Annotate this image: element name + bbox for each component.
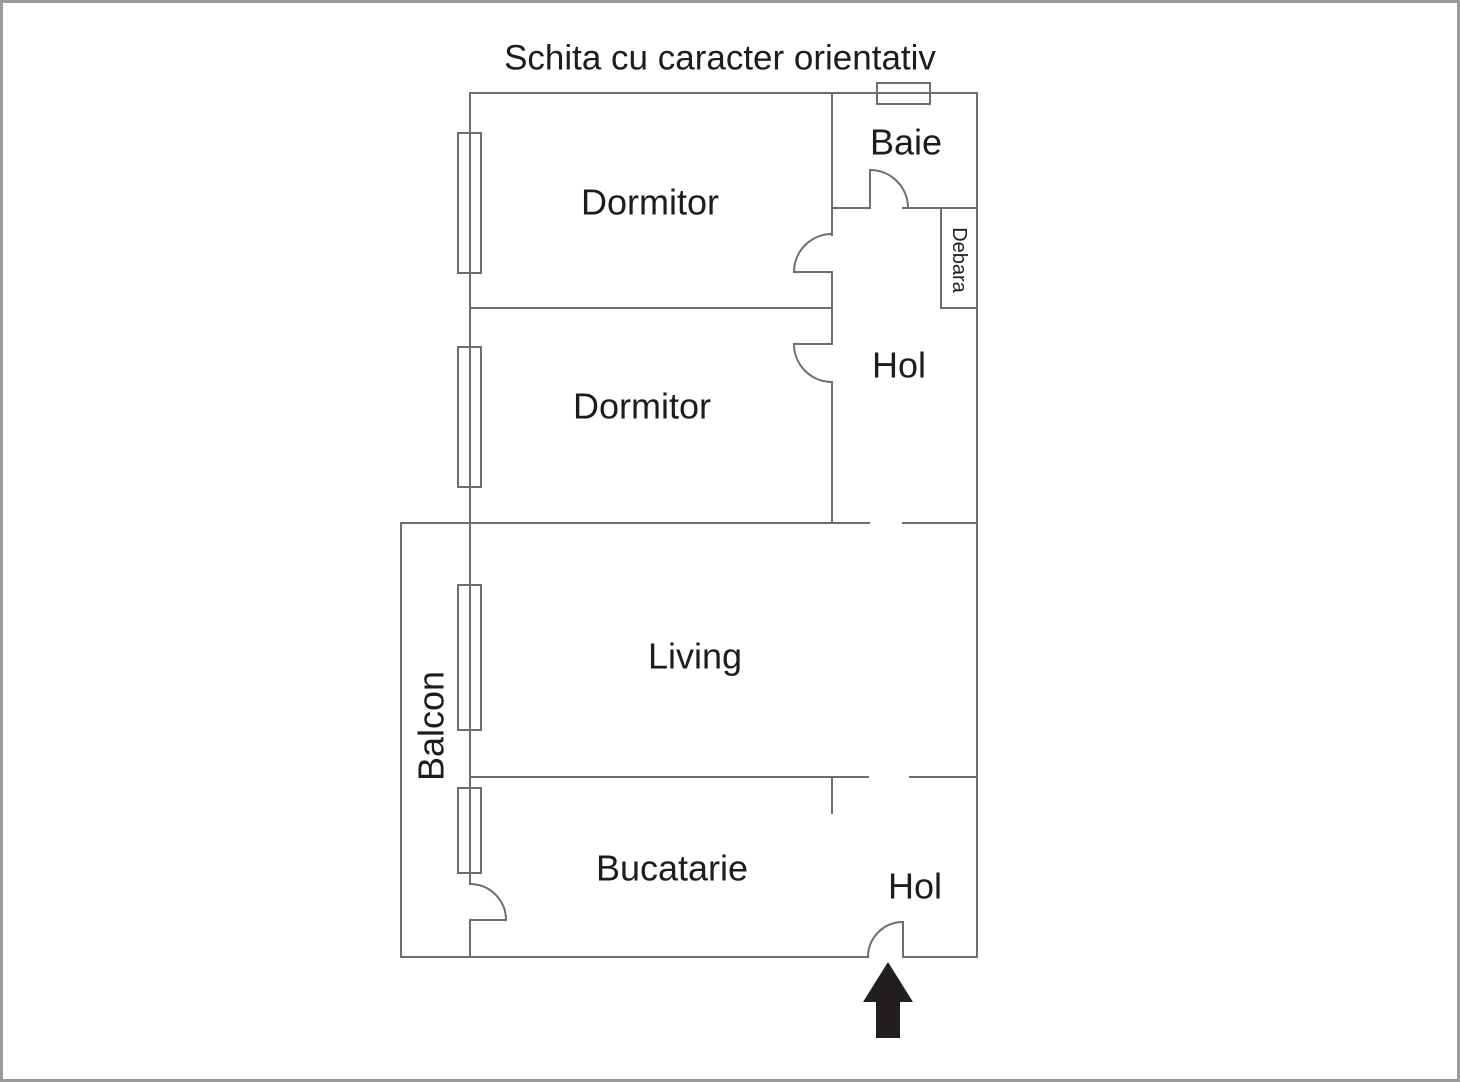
window-symbol-bucatarie <box>457 787 482 874</box>
entrance-arrow-icon <box>863 962 913 1038</box>
room-label-hol-lower: Hol <box>888 866 942 907</box>
window-symbol-baie <box>876 82 931 105</box>
door-swing-dormitor-1 <box>792 233 833 273</box>
room-label-hol-upper: Hol <box>872 345 926 386</box>
door-swing-dormitor-2 <box>792 343 833 383</box>
window-symbol-living <box>457 584 482 731</box>
windows <box>457 82 931 874</box>
window-symbol-dormitor-1 <box>457 132 482 274</box>
room-label-baie: Baie <box>870 122 942 163</box>
page-title: Schita cu caracter orientativ <box>504 39 936 78</box>
room-label-bucatarie: Bucatarie <box>596 848 748 889</box>
door-swing-baie <box>869 168 909 209</box>
room-label-living: Living <box>648 636 742 677</box>
room-label-balcon: Balcon <box>411 671 452 781</box>
room-label-debara: Debara <box>948 227 970 293</box>
door-swing-entrance <box>867 920 904 958</box>
door-swing-balcon <box>469 883 508 921</box>
room-label-dormitor-2: Dormitor <box>573 386 711 427</box>
room-label-dormitor-1: Dormitor <box>581 182 719 223</box>
window-symbol-dormitor-2 <box>457 346 482 488</box>
walls <box>400 92 978 958</box>
room-labels: Dormitor Baie Debara Dormitor Hol Living… <box>411 122 971 907</box>
doors <box>469 168 909 958</box>
